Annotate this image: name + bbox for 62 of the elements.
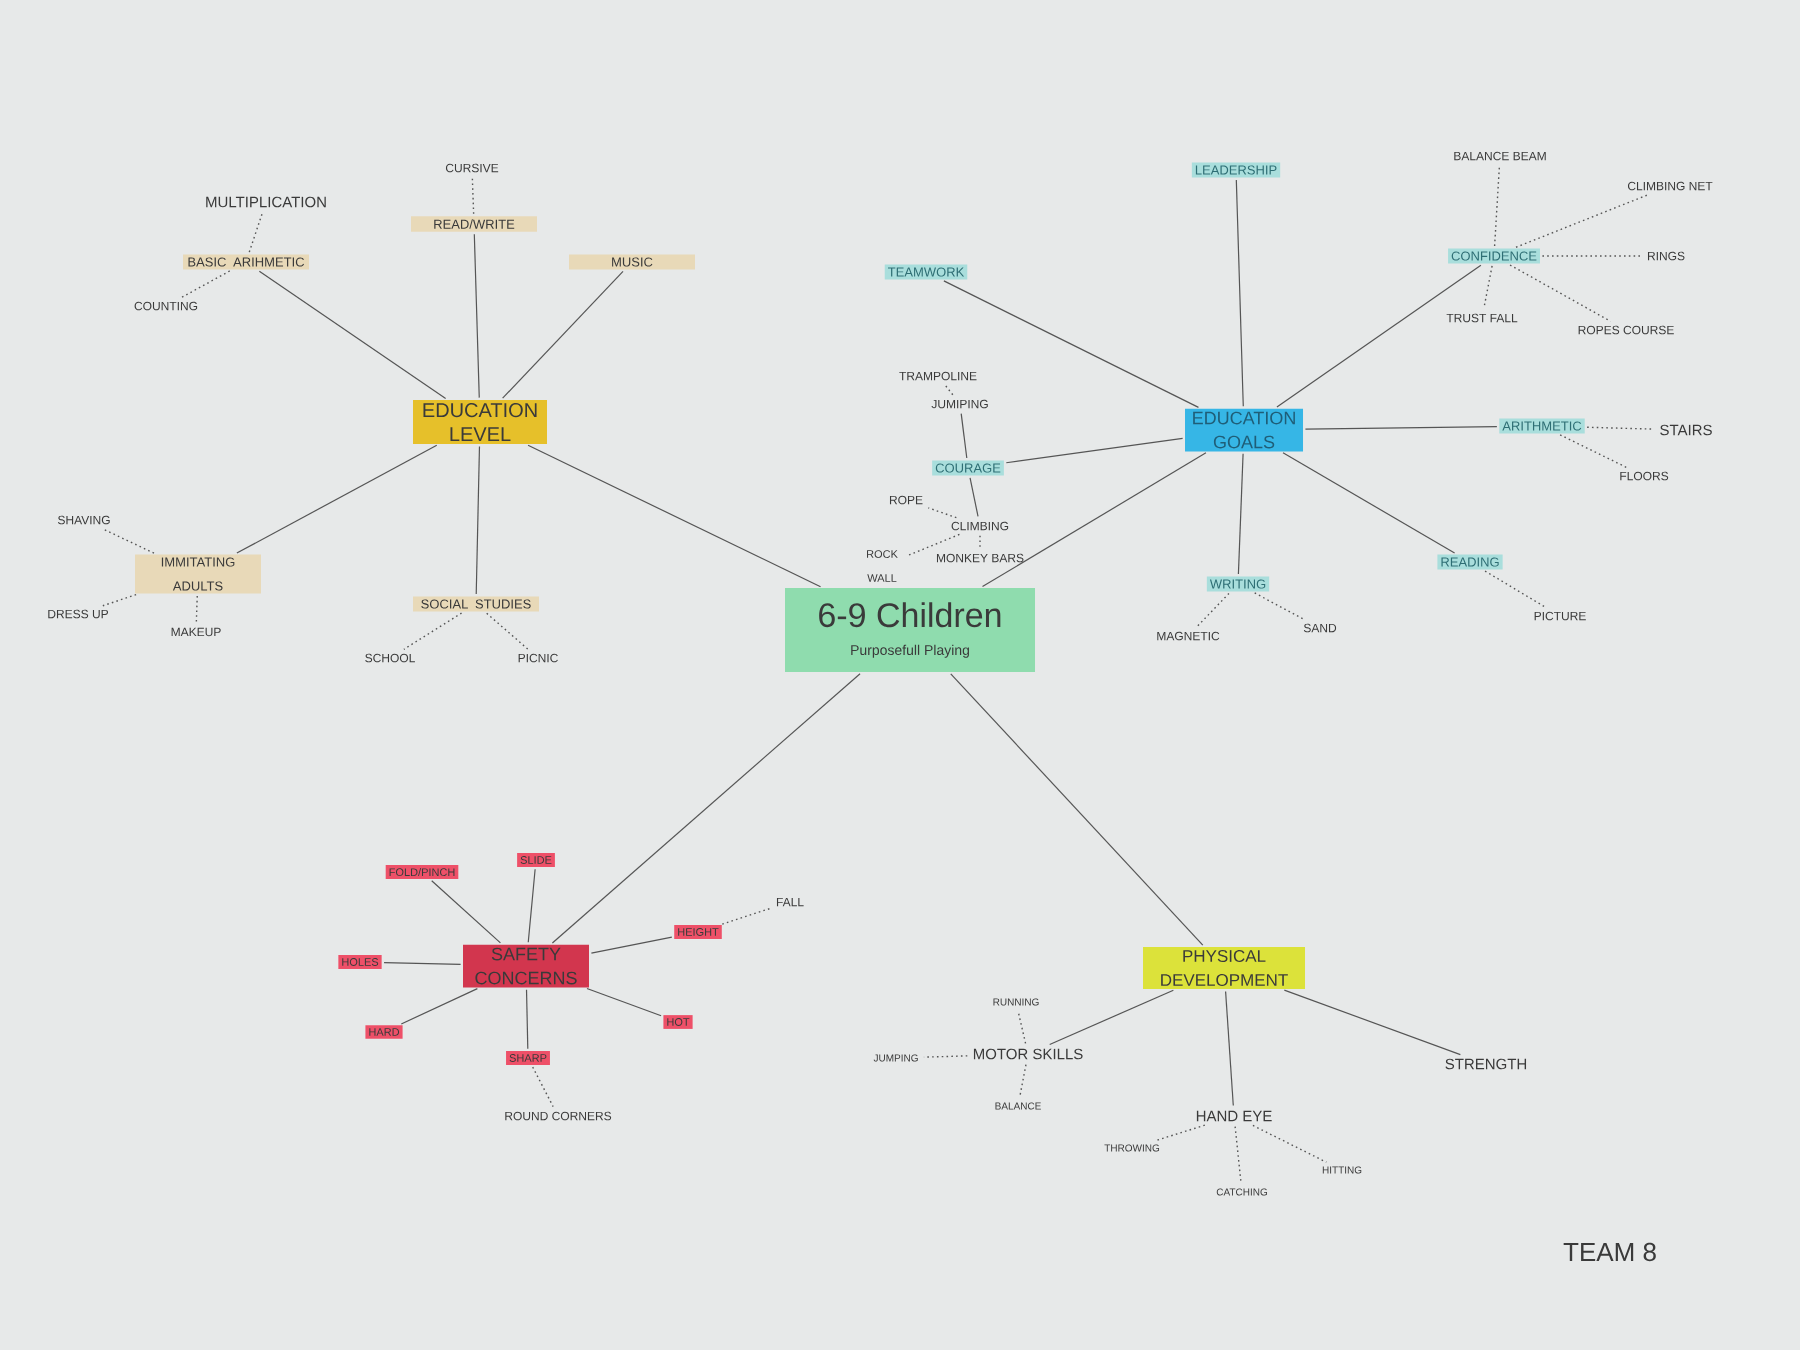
dotted-connector	[1484, 570, 1547, 609]
dotted-connector	[102, 593, 137, 607]
dotted-connector	[944, 384, 954, 396]
connector-line	[383, 962, 462, 966]
connector-line	[236, 444, 438, 554]
dotted-connector	[1559, 434, 1628, 469]
dotted-connector	[1541, 255, 1643, 257]
dotted-connector	[471, 176, 475, 215]
connector-line	[1225, 990, 1234, 1107]
connector-line	[527, 868, 536, 943]
connector-line	[1276, 264, 1482, 408]
dotted-connector	[101, 527, 155, 554]
dotted-connector	[1254, 592, 1305, 621]
connector-line	[475, 445, 481, 595]
connector-line	[943, 280, 1200, 408]
dotted-connector	[180, 270, 231, 299]
connector-line	[1005, 437, 1184, 464]
dotted-connector	[906, 533, 961, 557]
connector-line	[590, 936, 673, 954]
connector-line	[1237, 453, 1244, 575]
connector-line	[525, 989, 529, 1050]
team-label: TEAM 8	[1563, 1242, 1656, 1262]
connector-line	[969, 477, 979, 517]
dotted-connector	[486, 612, 529, 650]
dotted-connector	[1515, 193, 1650, 248]
connector-line	[258, 270, 447, 400]
dotted-connector	[1252, 1124, 1328, 1163]
connector-line	[502, 270, 624, 399]
dotted-connector	[1234, 1125, 1242, 1184]
dotted-connector	[1155, 1124, 1206, 1142]
dotted-connector	[1019, 1064, 1027, 1098]
category-box: SAFETY CONCERNS	[463, 944, 589, 988]
connector-line	[400, 988, 478, 1025]
connector-line	[1235, 179, 1244, 407]
connector-line	[527, 444, 822, 588]
connector-line	[1304, 426, 1498, 430]
category-box: EDUCATION GOALS	[1185, 408, 1303, 452]
dotted-connector	[1017, 1010, 1027, 1045]
connector-line	[431, 880, 502, 944]
connector-line	[960, 413, 968, 459]
connector-line	[551, 673, 861, 944]
connector-line	[981, 452, 1207, 588]
dotted-connector	[403, 612, 463, 650]
connector-line	[473, 233, 480, 399]
category-box: EDUCATION LEVEL	[413, 400, 547, 444]
dotted-connector	[721, 907, 772, 925]
dotted-connector	[1483, 265, 1493, 310]
dotted-connector	[1493, 164, 1501, 247]
connector-line	[1283, 989, 1461, 1056]
connector-line	[586, 987, 662, 1017]
dotted-connector	[1586, 426, 1655, 430]
connector-line	[1049, 989, 1174, 1046]
dotted-connector	[927, 507, 958, 519]
connector-line	[1282, 452, 1456, 554]
dotted-connector	[532, 1066, 554, 1108]
dotted-connector	[248, 211, 264, 253]
dotted-connector	[923, 1055, 968, 1058]
category-box: PHYSICAL DEVELOPMENT	[1143, 947, 1305, 990]
dotted-connector	[1196, 592, 1230, 628]
dotted-connector	[195, 595, 198, 624]
connector-line	[950, 673, 1204, 946]
dotted-connector	[1509, 264, 1612, 323]
